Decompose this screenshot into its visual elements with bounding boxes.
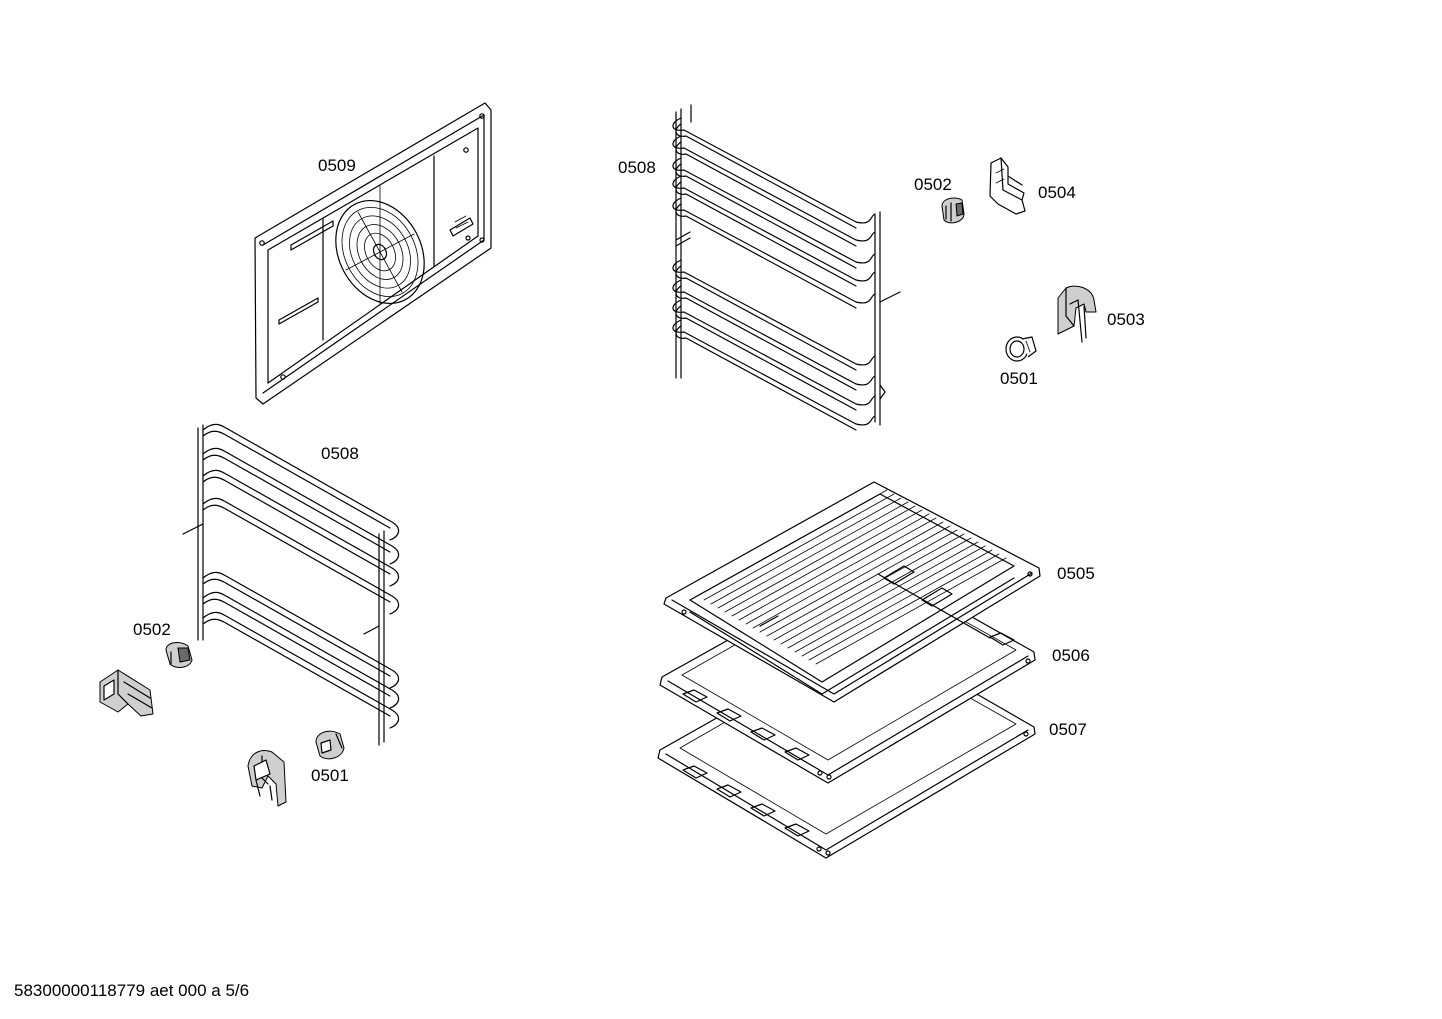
clip-0502-top: [941, 197, 965, 224]
label-rail-right: 0508: [618, 158, 656, 177]
bracket-0504-top: [989, 157, 1026, 215]
label-rail-left: 0508: [321, 444, 359, 463]
back-panel-0509: [254, 102, 492, 405]
side-rail-0508-right: [672, 104, 901, 431]
label-knob-left: 0501: [311, 766, 349, 785]
clip-0502-left: [165, 642, 193, 668]
label-bracket-top: 0504: [1038, 183, 1076, 202]
label-back-panel: 0509: [318, 156, 356, 175]
side-rail-0508-left: [182, 423, 400, 746]
wire-shelf-0505: [663, 481, 1041, 703]
hook-0503-top: [1057, 285, 1097, 343]
knob-0501-top: [1005, 336, 1037, 362]
label-baking-tray: 0506: [1052, 646, 1090, 665]
bracket-left: [99, 669, 154, 717]
label-clip-left: 0502: [133, 620, 171, 639]
label-clip-top: 0502: [914, 175, 952, 194]
document-footer: 58300000118779 aet 000 a 5/6: [14, 981, 250, 1000]
label-wire-shelf: 0505: [1057, 564, 1095, 583]
knob-0501-left: [315, 730, 345, 760]
label-knob-top: 0501: [1000, 369, 1038, 388]
hook-left: [247, 750, 287, 807]
label-deep-tray: 0507: [1049, 720, 1087, 739]
label-hook-top: 0503: [1107, 310, 1145, 329]
